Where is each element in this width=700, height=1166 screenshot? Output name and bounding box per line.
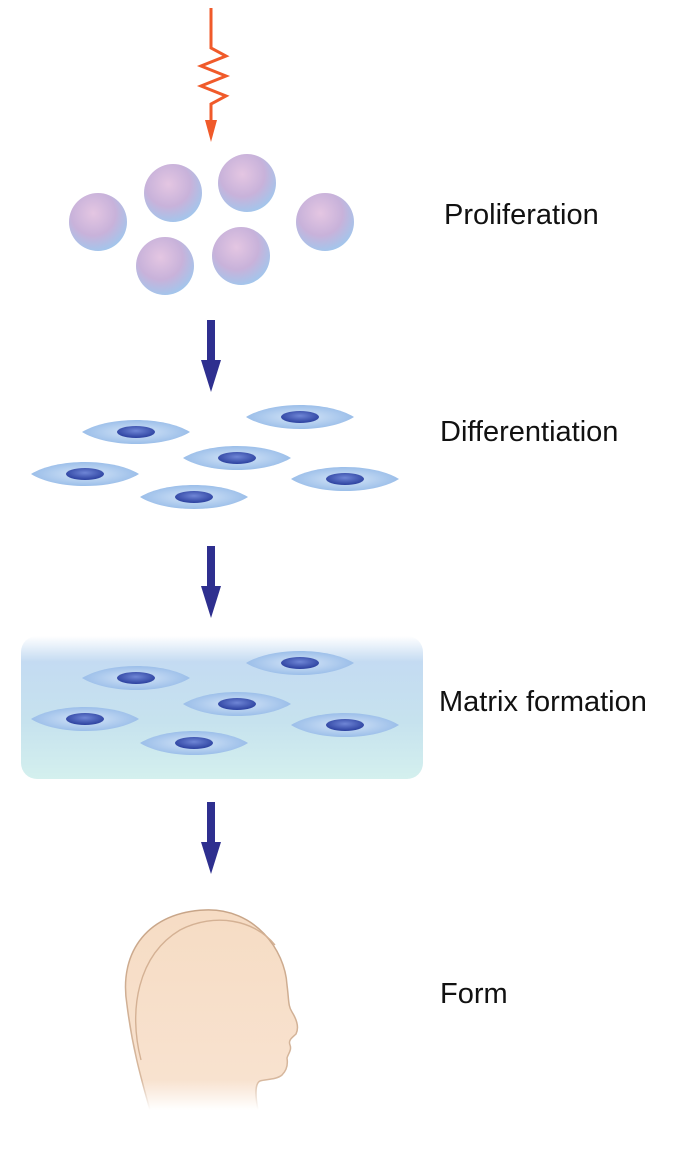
stage-label-proliferation: Proliferation [444,199,599,231]
sphere-cell-icon [218,154,276,212]
sphere-cell-icon [69,193,127,251]
sphere-cell-icon [136,237,194,295]
head-profile-icon [124,909,299,1111]
down-arrow-icon [201,802,221,874]
sphere-cell-icon [296,193,354,251]
spindle-cell-icon [291,713,399,737]
sphere-cell-icon [144,164,202,222]
spindle-cell-icon [31,462,139,486]
down-arrow-icon [201,320,221,392]
proliferation-cells [69,154,354,295]
spindle-cell-icon [183,446,291,470]
spindle-cell-icon [82,666,190,690]
lightning-arrow-icon [196,8,231,142]
down-arrow-icon [201,546,221,618]
spindle-cell-icon [246,651,354,675]
spindle-cell-icon [31,707,139,731]
matrix-block [21,636,423,779]
spindle-cell-icon [82,420,190,444]
stage-label-form: Form [440,978,508,1010]
differentiation-cells [31,405,399,509]
sphere-cell-icon [212,227,270,285]
spindle-cell-icon [140,731,248,755]
stage-label-differentiation: Differentiation [440,416,619,448]
spindle-cell-icon [183,692,291,716]
spindle-cell-icon [140,485,248,509]
spindle-cell-icon [246,405,354,429]
spindle-cell-icon [291,467,399,491]
stage-label-matrix-formation: Matrix formation [439,686,647,718]
